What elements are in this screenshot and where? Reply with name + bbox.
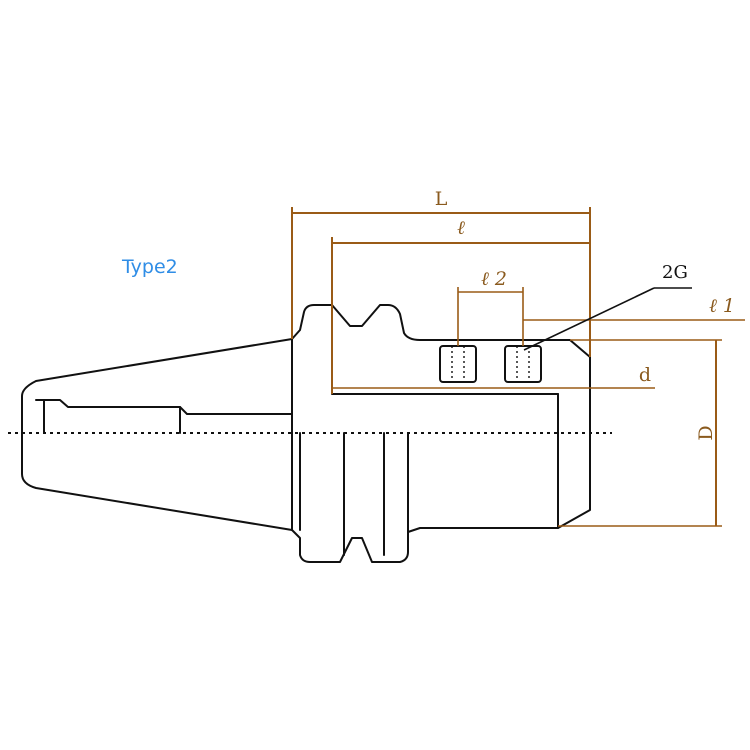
set-screw-1 (439, 345, 477, 383)
taper-shank (21, 338, 293, 531)
dimension-l2: ℓ 2 (457, 268, 524, 346)
dimension-l: ℓ (331, 217, 590, 394)
dimension-l2-label: ℓ 2 (481, 268, 507, 290)
dimension-L: L (291, 188, 591, 357)
flange (291, 304, 591, 563)
callout-2G: 2G (523, 262, 692, 351)
dimension-d-label: d (639, 364, 651, 386)
dimension-L-label: L (435, 188, 448, 210)
dimension-l1: ℓ 1 (523, 295, 745, 321)
dimension-d: d (332, 364, 655, 389)
type-label: Type2 (122, 256, 178, 278)
callout-2G-label: 2G (662, 262, 688, 283)
dimension-D-label: D (695, 425, 717, 440)
set-screw-2 (504, 345, 542, 383)
dimension-D: D (558, 339, 722, 527)
dimension-l1-label: ℓ 1 (709, 295, 735, 317)
dimension-l-label: ℓ (457, 217, 465, 239)
